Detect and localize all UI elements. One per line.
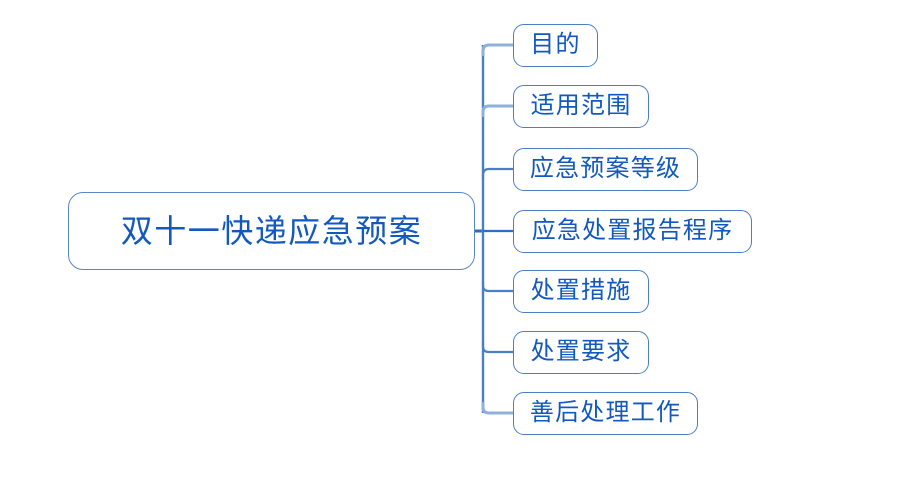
child-node-2[interactable]: 适用范围 (513, 84, 649, 128)
child-node-5[interactable]: 处置措施 (513, 269, 649, 313)
root-node[interactable]: 双十一快递应急预案 (68, 192, 475, 270)
connector-branch-6 (481, 342, 513, 354)
connector-branch-3 (481, 167, 513, 180)
child-node-6[interactable]: 处置要求 (513, 330, 649, 374)
connector-branch-2 (481, 104, 513, 117)
connector-branch-5 (481, 281, 513, 293)
child-node-7[interactable]: 善后处理工作 (513, 391, 698, 435)
child-node-2-label: 适用范围 (530, 92, 632, 119)
child-node-1-label: 目的 (530, 31, 581, 58)
child-node-4-label: 应急处置报告程序 (531, 217, 734, 244)
child-node-3-label: 应急预案等级 (529, 155, 682, 182)
child-node-1[interactable]: 目的 (513, 23, 598, 67)
child-node-3[interactable]: 应急预案等级 (513, 147, 698, 191)
root-node-label: 双十一快递应急预案 (120, 213, 423, 249)
connector-branch-7 (481, 402, 513, 415)
child-node-6-label: 处置要求 (530, 338, 632, 365)
child-node-5-label: 处置措施 (530, 277, 632, 304)
connector-branch-1 (481, 43, 513, 56)
child-node-7-label: 善后处理工作 (529, 399, 682, 426)
child-node-4[interactable]: 应急处置报告程序 (513, 209, 752, 253)
